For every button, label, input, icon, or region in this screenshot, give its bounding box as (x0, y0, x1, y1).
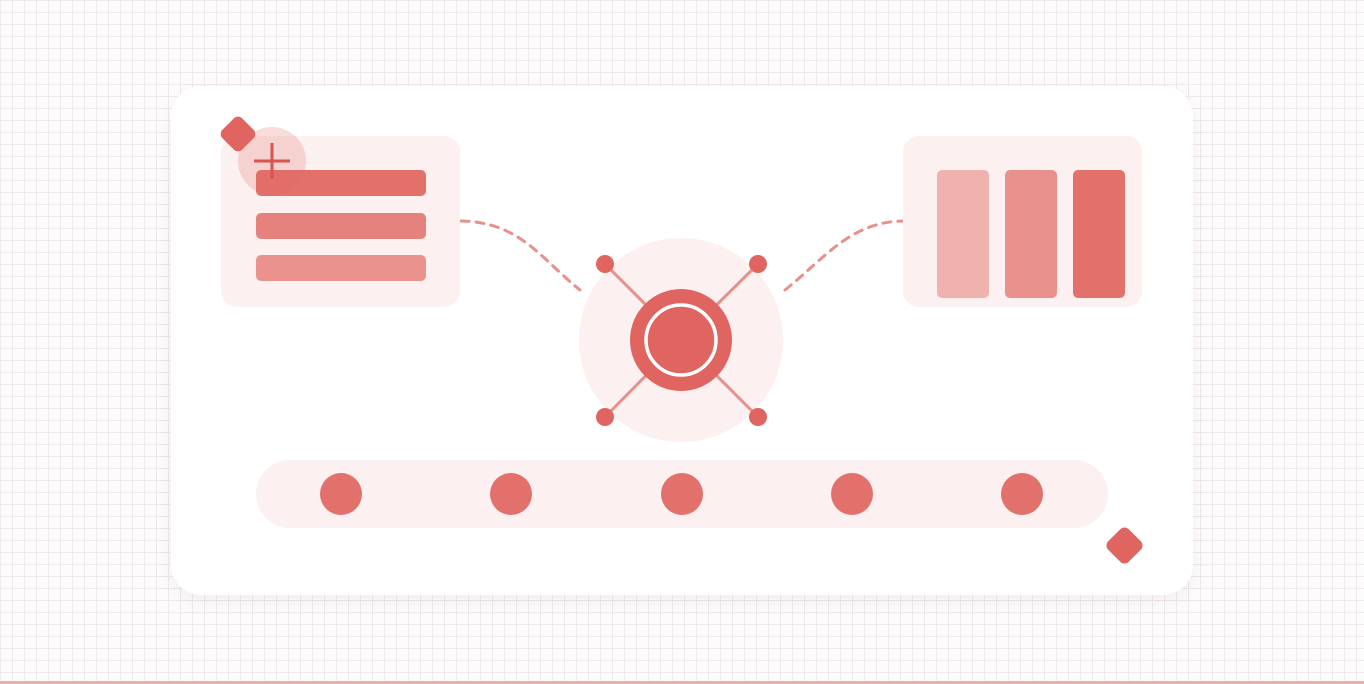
step-dot-1 (320, 473, 362, 515)
connector-left (459, 219, 582, 292)
step-dot-3 (661, 473, 703, 515)
hub-node-se (749, 408, 767, 426)
bottom-edge-line (0, 681, 1364, 684)
add-icon (238, 127, 306, 195)
hub-node-nw (596, 255, 614, 273)
list-row-3 (256, 255, 426, 281)
target-icon (630, 289, 732, 391)
hub-node-sw (596, 408, 614, 426)
diamond-bottom-right (1106, 527, 1143, 564)
list-panel (221, 136, 460, 307)
connector-right (783, 219, 905, 292)
step-dot-2 (490, 473, 532, 515)
list-row-2 (256, 213, 426, 239)
bar-panel (903, 136, 1142, 307)
bar-1 (937, 170, 989, 298)
bar-2 (1005, 170, 1057, 298)
list-row-1 (256, 170, 426, 196)
step-dot-5 (1001, 473, 1043, 515)
bar-3 (1073, 170, 1125, 298)
hub-node-ne (749, 255, 767, 273)
diamond-top-left (220, 116, 256, 152)
step-dot-4 (831, 473, 873, 515)
step-track (256, 460, 1108, 528)
hub (579, 238, 783, 442)
